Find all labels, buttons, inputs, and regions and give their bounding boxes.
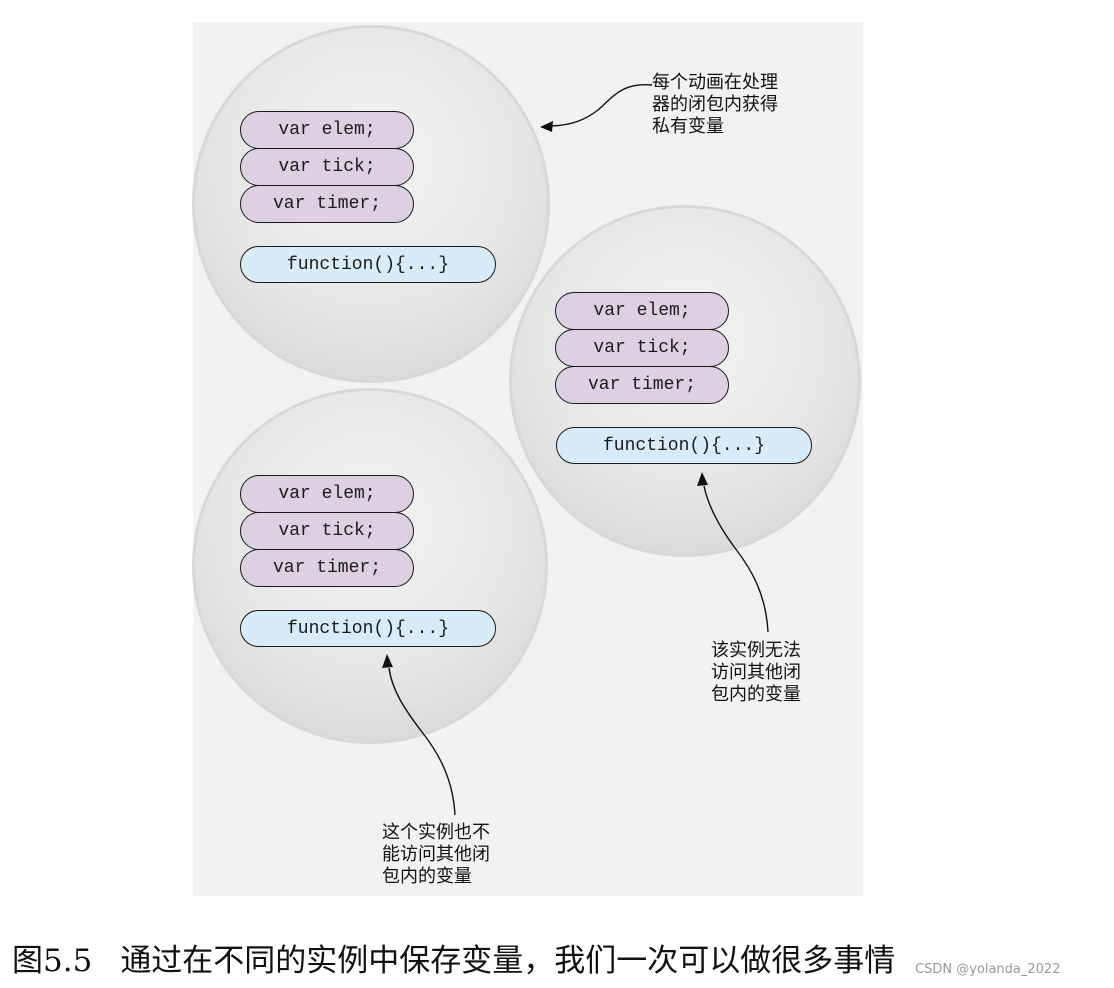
- arrow-right-instance: [703, 485, 769, 633]
- figure-caption-text: 通过在不同的实例中保存变量，我们一次可以做很多事情: [120, 943, 896, 979]
- var-timer-pill: var timer;: [240, 549, 414, 587]
- function-pill: function(){...}: [240, 246, 496, 283]
- var-timer-pill: var timer;: [240, 185, 414, 223]
- annotation-right-instance: 该实例无法 访问其他闭 包内的变量: [711, 640, 801, 706]
- annotation-line: 能访问其他闭: [382, 844, 490, 865]
- annotation-private-vars: 每个动画在处理 器的闭包内获得 私有变量: [652, 72, 778, 138]
- var-tick-pill: var tick;: [240, 512, 414, 550]
- watermark: CSDN @yolanda_2022: [915, 962, 1061, 977]
- function-pill: function(){...}: [556, 427, 812, 464]
- figure-caption: 图5.5 通过在不同的实例中保存变量，我们一次可以做很多事情: [12, 935, 895, 980]
- arrow-bottom-instance: [388, 667, 456, 816]
- var-elem-pill: var elem;: [555, 292, 729, 330]
- arrow-private-vars-head: [540, 121, 553, 132]
- annotation-line: 这个实例也不: [382, 822, 490, 843]
- annotation-line: 器的闭包内获得: [652, 94, 778, 115]
- arrow-right-instance-head: [697, 472, 708, 486]
- annotation-line: 私有变量: [652, 116, 724, 137]
- annotation-line: 每个动画在处理: [652, 72, 778, 93]
- arrow-bottom-instance-head: [382, 654, 393, 668]
- function-pill: function(){...}: [240, 610, 496, 647]
- var-tick-pill: var tick;: [240, 148, 414, 186]
- figure-number: 图5.5: [12, 943, 93, 979]
- annotation-line: 包内的变量: [382, 866, 472, 887]
- annotation-bottom-instance: 这个实例也不 能访问其他闭 包内的变量: [382, 822, 490, 888]
- arrow-private-vars: [551, 83, 653, 127]
- annotation-line: 访问其他闭: [711, 662, 801, 683]
- annotation-line: 该实例无法: [711, 640, 801, 661]
- var-timer-pill: var timer;: [555, 366, 729, 404]
- annotation-line: 包内的变量: [711, 684, 801, 705]
